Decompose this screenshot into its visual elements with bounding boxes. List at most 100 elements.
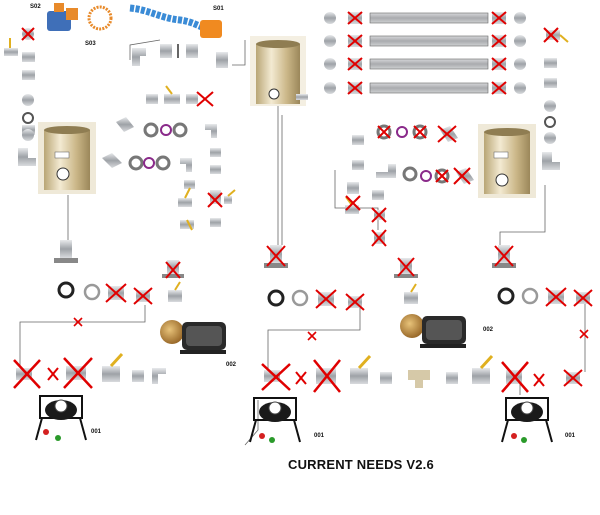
needed-mark-19 xyxy=(47,367,59,381)
needed-mark-13 xyxy=(315,289,337,309)
fitting-row-left-4 xyxy=(172,122,188,138)
label-burner-mid: 001 xyxy=(314,433,325,439)
fitting-col-left-2c xyxy=(184,180,195,189)
needed-mark-17 xyxy=(573,289,593,307)
kettle-left xyxy=(38,122,96,194)
elbow-left-col xyxy=(18,148,36,166)
label-s02: S02 xyxy=(30,4,41,10)
fitting-col-left-2a xyxy=(210,148,221,157)
tee-fitting-s02 xyxy=(47,3,78,31)
needed-mark-18 xyxy=(13,359,41,389)
fitting-col-right-2a xyxy=(347,182,359,194)
elbow-right-col xyxy=(542,152,560,170)
valve-col-left-4 xyxy=(224,189,236,204)
fitting-row-right-7 xyxy=(402,166,418,182)
gasket-right xyxy=(497,287,515,305)
needed-mark-24 xyxy=(501,361,529,393)
fitting-col-left-2b xyxy=(210,165,221,174)
fitting-left-col-4 xyxy=(22,94,34,106)
needed-mark-12 xyxy=(397,257,415,277)
fitting-row-right-2 xyxy=(376,124,392,140)
label-burner-right: 001 xyxy=(565,433,576,439)
fitting-top-center-1 xyxy=(160,44,172,58)
valve-bottom-left xyxy=(102,352,124,382)
kettle-right xyxy=(478,124,536,198)
fitting-row-left-1 xyxy=(116,117,134,132)
valve-top-left xyxy=(4,38,18,56)
fitting-row-left-3 xyxy=(160,124,172,136)
valve-bottom-mid xyxy=(350,354,372,384)
elbow-row-left xyxy=(205,124,217,138)
bottom-mid-fitting-3 xyxy=(380,372,392,384)
fitting-col-right-2b xyxy=(372,190,384,200)
needed-mark-7 xyxy=(371,229,387,247)
needed-mark-22 xyxy=(295,371,307,385)
fitting-right-col-2 xyxy=(544,78,557,88)
bottom-mid-tee xyxy=(408,370,430,388)
fitting-row-right-1 xyxy=(352,135,364,145)
bottom-mid-fitting-1 xyxy=(264,370,280,382)
fitting-row-right-3 xyxy=(396,126,408,138)
fitting-row-right-5 xyxy=(440,126,458,142)
clamp-mid xyxy=(291,289,309,307)
fitting-left-col-7 xyxy=(22,129,34,141)
elbow-row-left-2 xyxy=(180,158,192,172)
clamp-left xyxy=(83,283,101,301)
fitting-row-right-9 xyxy=(434,168,450,184)
valve-top-right xyxy=(546,30,569,43)
kettle-center xyxy=(250,36,308,106)
gasket-left xyxy=(57,281,75,299)
needed-mark-26 xyxy=(563,369,583,387)
burner-mid xyxy=(249,397,301,443)
fitting-row-right-8 xyxy=(420,170,432,182)
valve-col-left-3 xyxy=(180,219,194,231)
needed-mark-10 xyxy=(133,287,153,305)
fitting-row-left-8 xyxy=(155,155,171,171)
fitting-row-left-2 xyxy=(143,122,159,138)
burner-right xyxy=(501,397,553,443)
valve-bottom-right xyxy=(472,354,494,384)
fitting-right-col-5 xyxy=(544,132,556,144)
valve-col-left-2 xyxy=(178,187,192,207)
fitting-right-col-3 xyxy=(544,100,556,112)
bottom-left-elbow xyxy=(152,368,166,384)
needed-mark-23 xyxy=(313,359,341,393)
needed-marks-lines xyxy=(73,317,589,341)
valve-mid-left xyxy=(168,281,182,302)
needed-mark-8 xyxy=(165,261,181,279)
elbow-top-center xyxy=(132,48,146,66)
drain-fitting-left xyxy=(54,240,78,263)
clamp-right xyxy=(521,287,539,305)
needed-marks-row-right xyxy=(377,125,457,143)
needed-mark-20 xyxy=(63,357,93,389)
needed-mark-5 xyxy=(345,195,361,211)
needed-mark-21 xyxy=(261,363,291,391)
needed-marks-row-right-2 xyxy=(435,167,471,185)
needed-mark-9 xyxy=(105,283,127,303)
fitting-left-col-5 xyxy=(22,112,34,124)
needed-mark-16 xyxy=(545,287,567,307)
fitting-top-center-6 xyxy=(186,94,198,104)
diagram-title: CURRENT NEEDS V2.6 xyxy=(288,457,434,472)
label-pump-left: 002 xyxy=(226,362,237,368)
fitting-row-right-10 xyxy=(456,168,474,184)
fitting-right-col-4 xyxy=(544,116,556,128)
label-pump-mid: 002 xyxy=(483,327,494,333)
elbow-row-right xyxy=(376,164,396,178)
burner-left xyxy=(35,395,87,441)
drain-fitting-left-2 xyxy=(162,260,184,278)
fitting-col-left-2d xyxy=(210,190,221,204)
needed-mark-11 xyxy=(266,245,286,267)
fitting-row-right-4 xyxy=(412,124,428,140)
fitting-row-left-6 xyxy=(128,155,144,171)
needed-mark-14 xyxy=(345,293,365,311)
needed-marks-tubes xyxy=(347,11,507,95)
needed-mark-2 xyxy=(207,192,223,208)
valve-mid xyxy=(404,283,418,304)
bottom-mid-fitting-4 xyxy=(446,372,458,384)
fitting-row-left-5 xyxy=(102,153,122,168)
needed-mark-1 xyxy=(21,27,35,41)
needed-mark-6 xyxy=(371,207,387,223)
pump-left xyxy=(160,320,226,354)
